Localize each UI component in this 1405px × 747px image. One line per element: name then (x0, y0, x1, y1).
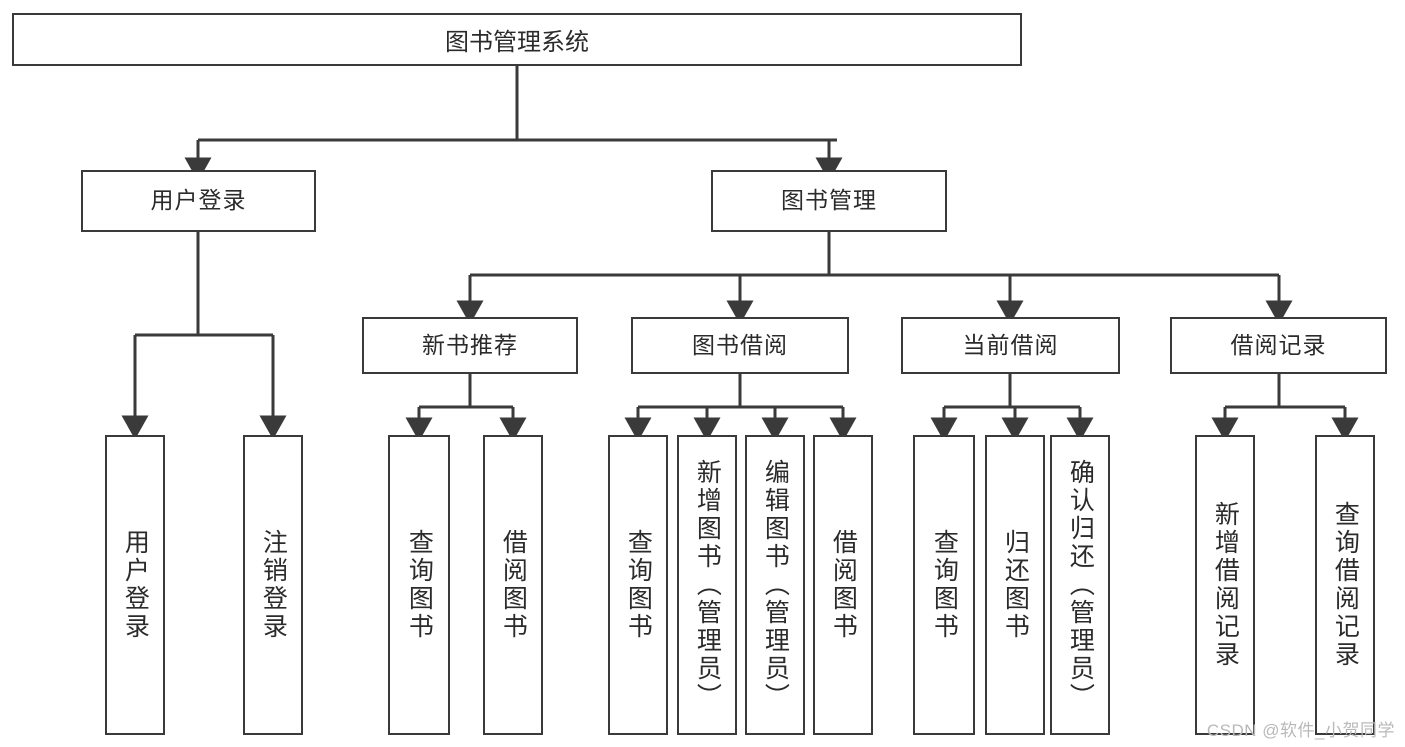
leaf-label: 查询借阅记录 (1331, 501, 1360, 669)
leaf-borrow-add-book-admin[interactable]: 新增图书（管理员） (677, 435, 737, 735)
leaf-borrow-edit-book-admin[interactable]: 编辑图书（管理员） (745, 435, 805, 735)
leaf-record-add-record[interactable]: 新增借阅记录 (1195, 435, 1255, 735)
node-new-book-recommend[interactable]: 新书推荐 (362, 317, 578, 374)
leaf-user-login-signout[interactable]: 注销登录 (243, 435, 303, 735)
node-user-login[interactable]: 用户登录 (81, 170, 316, 232)
leaf-label: 编辑图书（管理员） (761, 459, 790, 711)
leaf-label: 查询图书 (405, 529, 434, 641)
leaf-label: 注销登录 (259, 529, 288, 641)
node-book-management[interactable]: 图书管理 (711, 170, 947, 232)
leaf-record-query-record[interactable]: 查询借阅记录 (1315, 435, 1375, 735)
leaf-label: 借阅图书 (829, 529, 858, 641)
watermark-text: CSDN @软件_小贺同学 (1206, 721, 1395, 740)
leaf-label: 新增借阅记录 (1211, 501, 1240, 669)
leaf-label: 归还图书 (1001, 529, 1030, 641)
leaf-label: 借阅图书 (499, 529, 528, 641)
leaf-label: 用户登录 (121, 529, 150, 641)
leaf-user-login-signin[interactable]: 用户登录 (105, 435, 165, 735)
leaf-borrow-borrow-book[interactable]: 借阅图书 (813, 435, 873, 735)
leaf-recommend-borrow-book[interactable]: 借阅图书 (483, 435, 543, 735)
leaf-label: 确认归还（管理员） (1066, 459, 1095, 711)
node-current-borrow[interactable]: 当前借阅 (901, 317, 1120, 374)
leaf-label: 查询图书 (624, 529, 653, 641)
leaf-recommend-query-book[interactable]: 查询图书 (388, 435, 450, 735)
leaf-current-confirm-return-admin[interactable]: 确认归还（管理员） (1050, 435, 1110, 735)
node-book-borrow[interactable]: 图书借阅 (631, 317, 849, 374)
node-borrow-record[interactable]: 借阅记录 (1170, 317, 1387, 374)
node-root-system[interactable]: 图书管理系统 (12, 13, 1022, 66)
leaf-current-query-book[interactable]: 查询图书 (913, 435, 975, 735)
leaf-label: 新增图书（管理员） (693, 459, 722, 711)
leaf-label: 查询图书 (930, 529, 959, 641)
leaf-borrow-query-book[interactable]: 查询图书 (608, 435, 668, 735)
leaf-current-return-book[interactable]: 归还图书 (985, 435, 1045, 735)
